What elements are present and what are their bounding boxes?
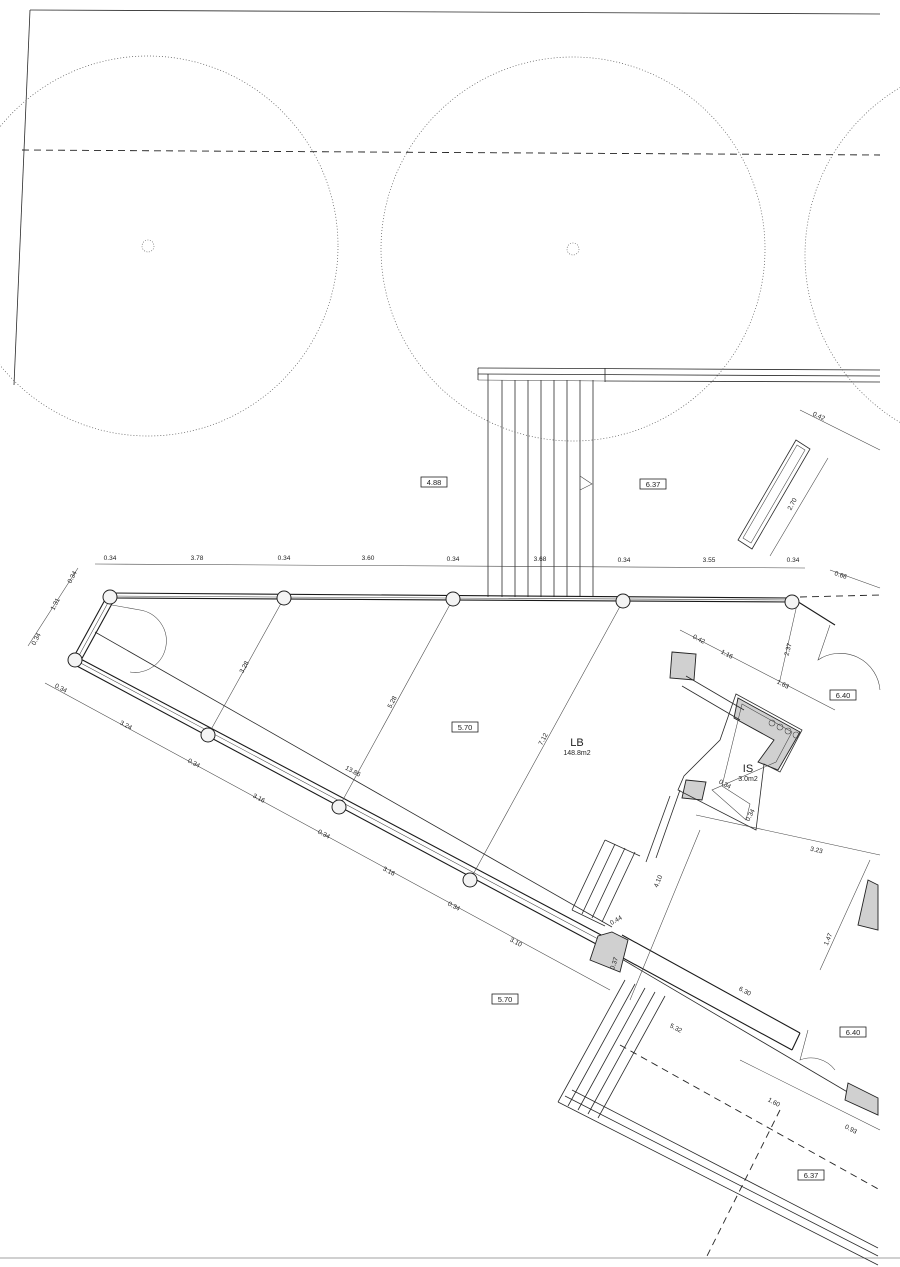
sheet-border bbox=[0, 9, 900, 1259]
dimension-label: 0.34 bbox=[316, 829, 331, 841]
dimension-label: 2.37 bbox=[784, 642, 794, 656]
dimension-label: 1.63 bbox=[775, 679, 790, 691]
column bbox=[102, 589, 118, 605]
dimension-label: 3.55 bbox=[703, 557, 716, 564]
column bbox=[276, 590, 292, 606]
dimension-label: 3.24 bbox=[118, 720, 133, 732]
dimension-label: 3.10 bbox=[508, 937, 523, 949]
dimension-label: 6.30 bbox=[737, 986, 752, 998]
columns bbox=[67, 589, 800, 888]
level-markers: 4.88 6.37 5.70 6.40 5.70 6.40 6.37 bbox=[420, 476, 867, 1181]
tree-canopy-1 bbox=[0, 55, 339, 437]
property-line bbox=[21, 149, 881, 156]
column bbox=[331, 799, 347, 815]
door-swing-right bbox=[817, 624, 881, 691]
dimension-label: 0.42 bbox=[811, 411, 826, 423]
dimension-label: 0.34 bbox=[104, 555, 117, 562]
dimension-label: 13.86 bbox=[344, 765, 362, 779]
left-dimension-labels: 0.34 1.31 0.34 bbox=[31, 570, 79, 647]
dimension-label: 1.47 bbox=[823, 932, 834, 947]
dimension-label: 0.37 bbox=[609, 956, 620, 971]
column bbox=[445, 591, 461, 607]
exterior-dimension-lines bbox=[27, 563, 881, 1131]
dimension-label: 2.70 bbox=[787, 497, 799, 512]
room-is-walls bbox=[645, 675, 803, 863]
dimension-label: 3.16 bbox=[381, 866, 396, 878]
misc-dimension-labels: 0.42 2.70 0.66 2.37 0.42 1.16 1.63 3.28 … bbox=[239, 411, 859, 1136]
dimension-label: 3.68 bbox=[534, 556, 547, 563]
dimension-label: 0.34 bbox=[31, 632, 43, 647]
dimension-label: 5.28 bbox=[387, 695, 399, 710]
dimension-label: 0.34 bbox=[278, 555, 291, 562]
dimension-label: 0.34 bbox=[67, 570, 79, 585]
dimension-label: 1.60 bbox=[766, 1097, 781, 1109]
dimension-label: 0.44 bbox=[609, 914, 624, 927]
doors bbox=[111, 604, 881, 1071]
level-label: 6.40 bbox=[836, 691, 851, 700]
column bbox=[784, 594, 800, 610]
level-label: 6.40 bbox=[846, 1028, 861, 1037]
dimension-label: 0.34 bbox=[787, 557, 800, 564]
terrace-edge bbox=[477, 367, 881, 383]
dimension-label: 0.34 bbox=[447, 556, 460, 563]
dimension-label: 3.23 bbox=[809, 846, 823, 856]
room-area-lb: 148.8m2 bbox=[563, 750, 590, 757]
hatched-walls bbox=[589, 651, 879, 1116]
dimension-label: 0.34 bbox=[446, 901, 461, 913]
top-dimension-labels: 0.34 3.78 0.34 3.60 0.34 3.68 0.34 3.55 … bbox=[104, 555, 800, 564]
dimension-label: 0.34 bbox=[717, 779, 732, 791]
dimension-label: 0.34 bbox=[53, 683, 68, 695]
tree-trunk-1 bbox=[141, 239, 155, 253]
column bbox=[462, 872, 478, 888]
room-labels: LB 148.8m2 IS 3.0m2 bbox=[563, 737, 757, 783]
tree-canopies bbox=[0, 55, 900, 442]
level-label: 6.37 bbox=[804, 1171, 819, 1180]
tree-canopy-3 bbox=[804, 87, 900, 423]
dimension-label: 3.28 bbox=[239, 660, 251, 675]
door-swing-left bbox=[111, 604, 167, 673]
column bbox=[615, 593, 631, 609]
room-code-lb: LB bbox=[570, 737, 583, 749]
room-area-is: 3.0m2 bbox=[738, 776, 758, 783]
dimension-label: 0.93 bbox=[843, 1124, 858, 1136]
tree-trunk-2 bbox=[566, 242, 580, 256]
dimension-label: 0.34 bbox=[745, 808, 757, 823]
main-stairs bbox=[477, 374, 606, 597]
dimension-label: 0.42 bbox=[691, 634, 706, 646]
interior-dimension-lines bbox=[207, 409, 881, 1001]
building-walls bbox=[71, 592, 881, 1266]
room-code-is: IS bbox=[743, 763, 753, 775]
level-label: 5.70 bbox=[498, 995, 513, 1004]
planter-box bbox=[737, 439, 811, 550]
column bbox=[200, 727, 216, 743]
dimension-label: 1.16 bbox=[719, 649, 734, 661]
dimension-label: 0.66 bbox=[833, 570, 848, 581]
tree-canopy-2 bbox=[380, 56, 766, 442]
dimension-label: 7.12 bbox=[538, 732, 550, 747]
level-label: 5.70 bbox=[458, 723, 473, 732]
dimension-label: 0.34 bbox=[618, 557, 631, 564]
dimension-label: 3.16 bbox=[251, 793, 266, 805]
dimension-label: 1.31 bbox=[50, 597, 62, 612]
door-swing-lower bbox=[799, 1029, 836, 1071]
column bbox=[67, 652, 83, 668]
dimension-label: 3.60 bbox=[362, 555, 375, 562]
dimension-label: 4.10 bbox=[653, 874, 664, 889]
dimension-label: 0.34 bbox=[186, 758, 201, 770]
dimension-label: 5.32 bbox=[668, 1023, 683, 1035]
dimension-label: 3.78 bbox=[191, 555, 204, 562]
level-label: 4.88 bbox=[427, 478, 442, 487]
level-label: 6.37 bbox=[646, 480, 661, 489]
